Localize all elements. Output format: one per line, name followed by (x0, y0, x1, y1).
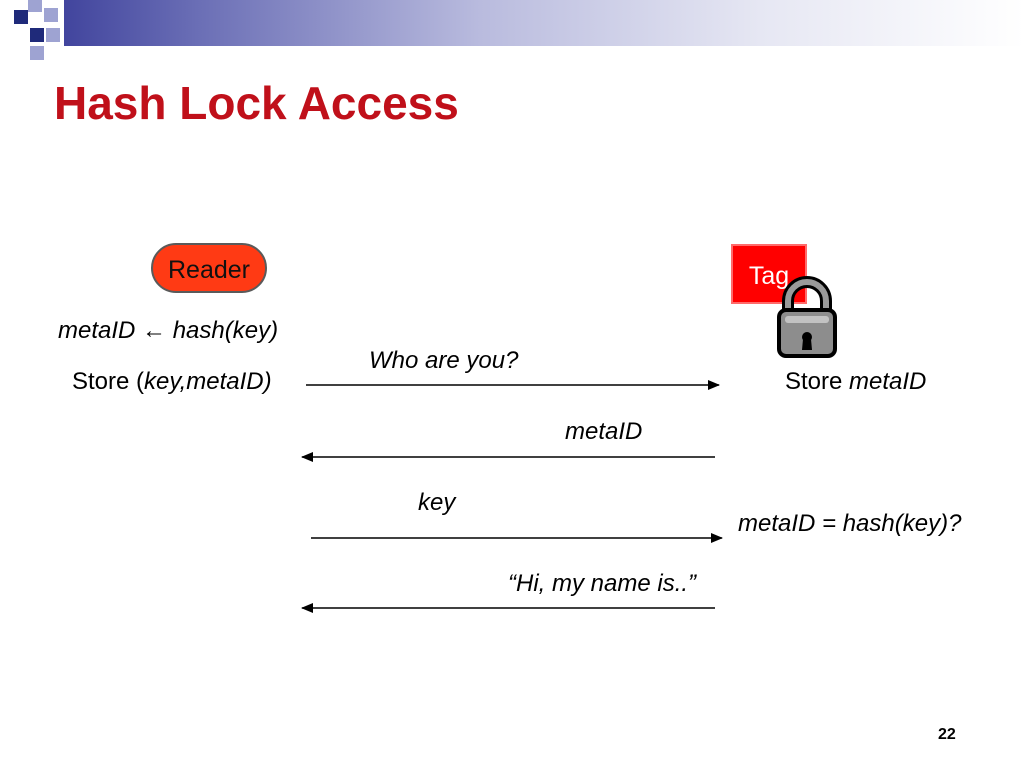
slide-number: 22 (938, 726, 956, 743)
reader-store-prefix: Store ( (72, 368, 145, 395)
reader-store-line: Store (key,metaID) (72, 368, 272, 396)
reader-store-args: key,metaID) (144, 368, 272, 395)
header-square-navy (14, 10, 28, 24)
header-square-lavender (46, 28, 60, 42)
header-square-lavender (30, 46, 44, 60)
header-square-lavender (28, 0, 42, 12)
tag-hash-check: metaID = hash(key)? (738, 510, 962, 537)
slide-title: Hash Lock Access (54, 77, 459, 129)
reader-metaid-var: metaID (58, 317, 136, 344)
tag-node: Tag (731, 244, 807, 304)
message-label: Who are you? (369, 347, 519, 374)
tag-store-line: Store metaID (785, 368, 926, 396)
header-square-lavender (44, 8, 58, 22)
assign-arrow: ← (142, 317, 167, 344)
message-label: key (418, 489, 456, 516)
message-label: metaID (565, 418, 643, 445)
tag-store-prefix: Store (785, 368, 850, 395)
header-gradient-band (0, 0, 1024, 46)
reader-metaid-line: metaID ← hash(key) (58, 317, 278, 345)
message-label: “Hi, my name is..” (508, 570, 697, 597)
tag-store-var: metaID (849, 368, 927, 395)
header-square-navy (30, 28, 44, 42)
padlock-icon (777, 276, 837, 358)
reader-hash-expr: hash(key) (172, 317, 279, 344)
reader-node: Reader (151, 243, 267, 293)
